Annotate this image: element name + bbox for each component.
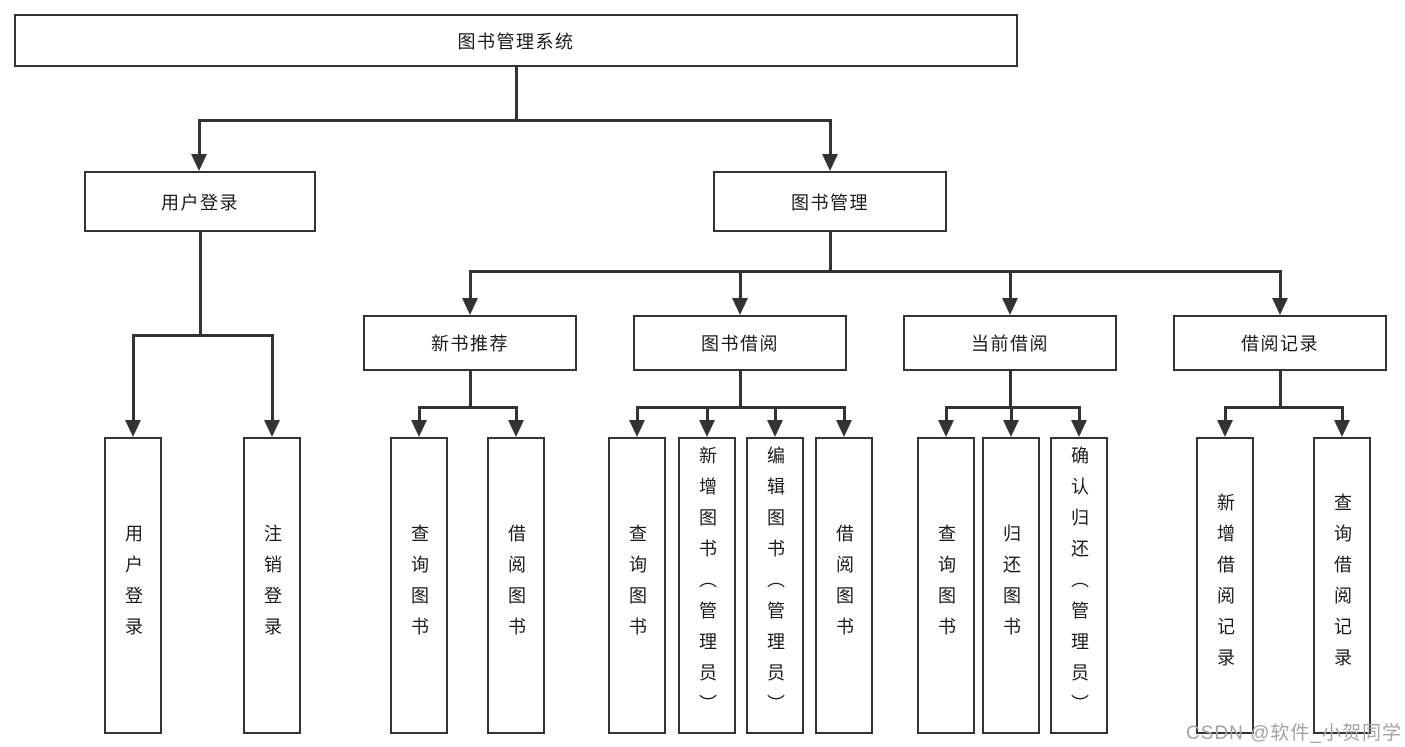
node-user-login: 用户登录 [84, 171, 316, 232]
leaf-label: 借阅图书 [506, 523, 526, 648]
arrowhead-icon [1334, 420, 1350, 437]
connector-line [945, 406, 1081, 409]
connector-line [469, 270, 1282, 273]
connector-line [418, 406, 518, 409]
node-current-borrow: 当前借阅 [903, 315, 1117, 371]
arrowhead-icon [1003, 420, 1019, 437]
node-label: 图书管理 [791, 192, 869, 213]
arrowhead-icon [629, 420, 645, 437]
connector-line [1341, 406, 1344, 422]
connector-line [515, 66, 518, 120]
leaf-label: 新增借阅记录 [1215, 492, 1235, 679]
connector-line [198, 119, 201, 156]
leaf-add-borrow-record: 新增借阅记录 [1196, 437, 1254, 734]
arrowhead-icon [822, 154, 838, 171]
connector-line [1009, 270, 1012, 300]
connector-line [515, 406, 518, 422]
leaf-user-login: 用户登录 [104, 437, 162, 734]
leaf-label: 用户登录 [123, 523, 143, 648]
leaf-query-books-recommend: 查询图书 [390, 437, 448, 734]
leaf-return-books: 归还图书 [982, 437, 1040, 734]
node-label: 图书管理系统 [457, 31, 575, 52]
connector-line [829, 119, 832, 156]
leaf-label: 借阅图书 [834, 523, 854, 648]
connector-line [469, 270, 472, 300]
leaf-edit-book-admin: 编辑图书（管理员） [746, 437, 804, 734]
connector-line [945, 406, 948, 422]
arrowhead-icon [767, 420, 783, 437]
connector-line [132, 334, 135, 422]
node-borrow-records: 借阅记录 [1173, 315, 1387, 371]
leaf-label: 确认归还（管理员） [1069, 446, 1089, 725]
connector-line [469, 370, 472, 408]
leaf-label: 新增图书（管理员） [697, 446, 717, 725]
leaf-borrow-books: 借阅图书 [815, 437, 873, 734]
connector-line [1078, 406, 1081, 422]
leaf-label: 归还图书 [1001, 523, 1021, 648]
node-label: 借阅记录 [1241, 334, 1319, 354]
node-label: 当前借阅 [971, 334, 1049, 354]
arrowhead-icon [1272, 298, 1288, 315]
leaf-borrow-books-recommend: 借阅图书 [487, 437, 545, 734]
connector-line [132, 334, 274, 337]
arrowhead-icon [732, 298, 748, 315]
watermark: CSDN @软件_小贺同学 [1186, 723, 1402, 744]
leaf-label: 查询借阅记录 [1332, 492, 1352, 679]
arrowhead-icon [125, 420, 141, 437]
arrowhead-icon [462, 298, 478, 315]
node-system-root: 图书管理系统 [14, 14, 1018, 67]
leaf-add-book-admin: 新增图书（管理员） [678, 437, 736, 734]
node-new-book-recommend: 新书推荐 [363, 315, 577, 371]
connector-line [829, 230, 832, 272]
arrowhead-icon [836, 420, 852, 437]
leaf-label: 查询图书 [627, 523, 647, 648]
arrowhead-icon [1002, 298, 1018, 315]
connector-line [739, 370, 742, 408]
connector-line [1279, 270, 1282, 300]
leaf-query-books-borrow: 查询图书 [608, 437, 666, 734]
leaf-query-borrow-record: 查询借阅记录 [1313, 437, 1371, 734]
arrowhead-icon [191, 154, 207, 171]
connector-line [418, 406, 421, 422]
connector-line [199, 230, 202, 336]
leaf-logout: 注销登录 [243, 437, 301, 734]
node-label: 新书推荐 [431, 334, 509, 354]
node-label: 用户登录 [161, 192, 239, 213]
leaf-label: 注销登录 [262, 523, 282, 648]
connector-line [271, 334, 274, 422]
connector-line [1009, 370, 1012, 408]
arrowhead-icon [264, 420, 280, 437]
connector-line [1010, 406, 1013, 422]
arrowhead-icon [411, 420, 427, 437]
connector-line [1224, 406, 1227, 422]
connector-line [636, 406, 639, 422]
leaf-label: 查询图书 [409, 523, 429, 648]
leaf-label: 编辑图书（管理员） [765, 446, 785, 725]
connector-line [706, 406, 709, 422]
connector-line [198, 119, 832, 122]
leaf-confirm-return-admin: 确认归还（管理员） [1050, 437, 1108, 734]
arrowhead-icon [1071, 420, 1087, 437]
connector-line [774, 406, 777, 422]
arrowhead-icon [508, 420, 524, 437]
arrowhead-icon [1217, 420, 1233, 437]
node-book-management: 图书管理 [713, 171, 947, 232]
connector-line [636, 406, 846, 409]
arrowhead-icon [938, 420, 954, 437]
connector-line [843, 406, 846, 422]
leaf-label: 查询图书 [936, 523, 956, 648]
node-book-borrow: 图书借阅 [633, 315, 847, 371]
arrowhead-icon [699, 420, 715, 437]
connector-line [739, 270, 742, 300]
node-label: 图书借阅 [701, 334, 779, 354]
leaf-query-books-current: 查询图书 [917, 437, 975, 734]
connector-line [1279, 370, 1282, 408]
connector-line [1224, 406, 1344, 409]
